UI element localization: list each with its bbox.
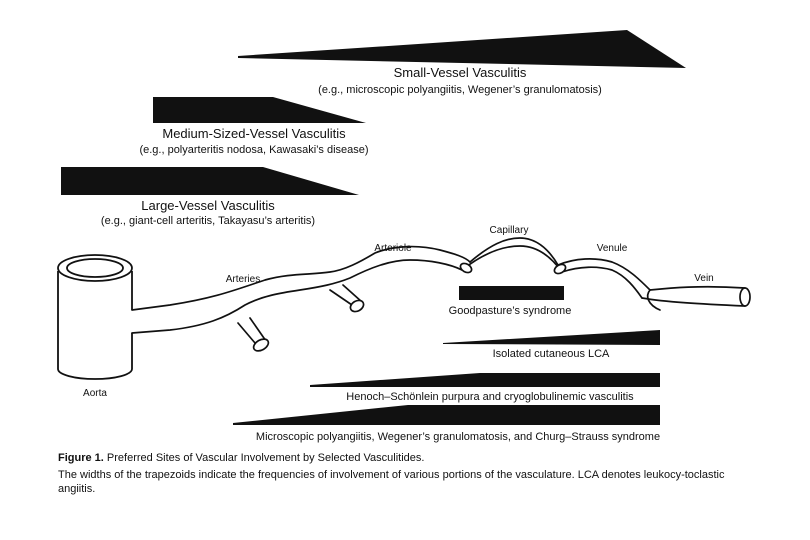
small-vessel-examples: (e.g., microscopic polyangiitis, Wegener… <box>318 84 602 96</box>
figure-caption-body: The widths of the trapezoids indicate th… <box>58 469 725 495</box>
arteriole-label: Arteriole <box>374 243 412 254</box>
henoch-trapezoid <box>310 373 660 387</box>
venule-label: Venule <box>597 243 628 254</box>
figure-label: Figure 1. <box>58 452 104 464</box>
microscopic-trapezoid <box>233 405 660 425</box>
figure-caption-title: Figure 1. Preferred Sites of Vascular In… <box>58 452 758 464</box>
small-vessel-trapezoid <box>238 30 686 68</box>
large-vessel-trapezoid <box>61 167 359 195</box>
goodpasture-bar <box>459 286 564 300</box>
cutaneous-lca-label: Isolated cutaneous LCA <box>493 348 610 360</box>
medium-vessel-examples: (e.g., polyarteritis nodosa, Kawasaki’s … <box>139 144 368 156</box>
small-vessel-title: Small-Vessel Vasculitis <box>394 65 527 80</box>
vein-label: Vein <box>694 273 713 284</box>
large-vessel-title: Large-Vessel Vasculitis <box>141 198 275 213</box>
microscopic-label: Microscopic polyangiitis, Wegener’s gran… <box>256 431 660 443</box>
goodpasture-label: Goodpasture’s syndrome <box>449 305 572 317</box>
large-vessel-examples: (e.g., giant-cell arteritis, Takayasu’s … <box>101 215 315 227</box>
arteries-label: Arteries <box>226 274 260 285</box>
cutaneous-lca-trapezoid <box>443 330 660 345</box>
vessel-tubes <box>131 237 751 352</box>
figure-title: Preferred Sites of Vascular Involvement … <box>106 452 425 464</box>
aorta-vessel <box>57 254 133 380</box>
capillary-label: Capillary <box>490 225 529 236</box>
medium-vessel-trapezoid <box>153 97 366 123</box>
henoch-label: Henoch–Schönlein purpura and cryoglobuli… <box>346 391 634 403</box>
medium-vessel-title: Medium-Sized-Vessel Vasculitis <box>162 126 346 141</box>
aorta-label: Aorta <box>83 388 107 399</box>
